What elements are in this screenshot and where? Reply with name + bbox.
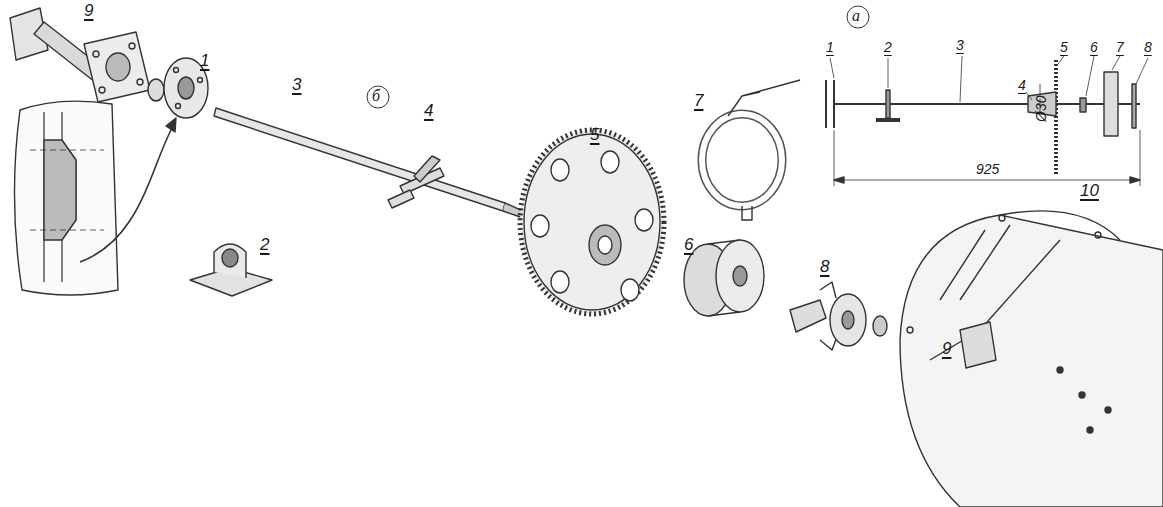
dimension-label: Ø30 (1034, 96, 1048, 122)
callout-number: 8 (820, 258, 829, 275)
callout-number: 2 (884, 40, 892, 54)
callout-number: 3 (292, 76, 301, 93)
callout-number: 5 (590, 126, 599, 143)
callout-number: 6 (684, 236, 693, 253)
callout-number: 3 (956, 38, 964, 52)
callout-number: 1 (826, 40, 834, 54)
callout-number: 5 (1060, 40, 1068, 54)
callout-number: 7 (694, 92, 703, 109)
callout-number: 6 (1090, 40, 1098, 54)
callout-number: 7 (1116, 40, 1124, 54)
callout-number: 2 (260, 236, 269, 253)
callout-number: 1 (200, 52, 209, 69)
dimension-label: 925 (976, 162, 999, 176)
callout-number: 9 (942, 340, 951, 357)
callout-number: 10 (1080, 182, 1099, 199)
callout-number: 4 (424, 102, 433, 119)
view-letter: б (372, 88, 380, 104)
callout-number: 8 (1144, 40, 1152, 54)
view-letter: а (852, 8, 860, 24)
callout-number: 4 (1018, 78, 1026, 92)
callout-number: 9 (84, 2, 93, 19)
